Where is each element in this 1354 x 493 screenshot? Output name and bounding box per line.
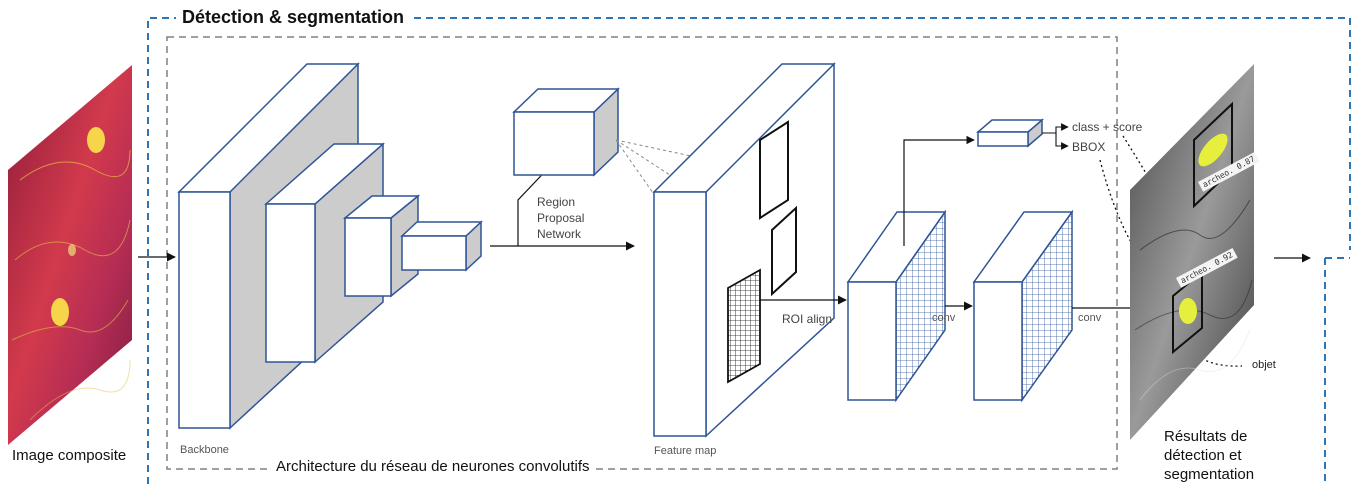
results-image xyxy=(1130,64,1254,440)
backbone-box-4 xyxy=(400,220,483,272)
bbox-label: BBOX xyxy=(1072,140,1106,154)
input-label: Image composite xyxy=(12,447,127,464)
roi-feature-box-1 xyxy=(846,209,947,403)
to-head-arrow xyxy=(903,135,975,246)
conv-label-2: conv xyxy=(1078,312,1102,324)
input-image xyxy=(8,65,132,445)
head-box xyxy=(975,118,1045,148)
rpn-label-line-1: Region xyxy=(537,195,576,209)
objet-label: objet xyxy=(1252,359,1276,371)
results-label: Résultats de détection et segmentation xyxy=(1164,428,1255,483)
class-score-label: class + score xyxy=(1072,120,1143,134)
rpn-box xyxy=(512,87,620,177)
backbone-label: Backbone xyxy=(180,444,229,456)
class-score-arrow xyxy=(1042,123,1069,134)
conv-label-1: conv xyxy=(932,312,956,324)
rpn-label-line-3: Network xyxy=(537,227,582,241)
feature-map-label: Feature map xyxy=(654,445,717,457)
roi-align-label: ROI align xyxy=(782,312,833,326)
proposal-regions xyxy=(759,120,797,297)
backbone-box-3 xyxy=(342,194,421,298)
diagram-title: Détection & segmentation xyxy=(176,7,411,28)
rpn-label-line-2: Proposal xyxy=(537,211,585,225)
feature-map-box xyxy=(652,62,836,438)
bbox-arrow xyxy=(1055,133,1069,150)
detection-frame xyxy=(147,17,1351,484)
architecture-label: Architecture du réseau de neurones convo… xyxy=(272,458,594,475)
roi-feature-box-2 xyxy=(972,209,1074,403)
roi-grid xyxy=(727,268,761,384)
